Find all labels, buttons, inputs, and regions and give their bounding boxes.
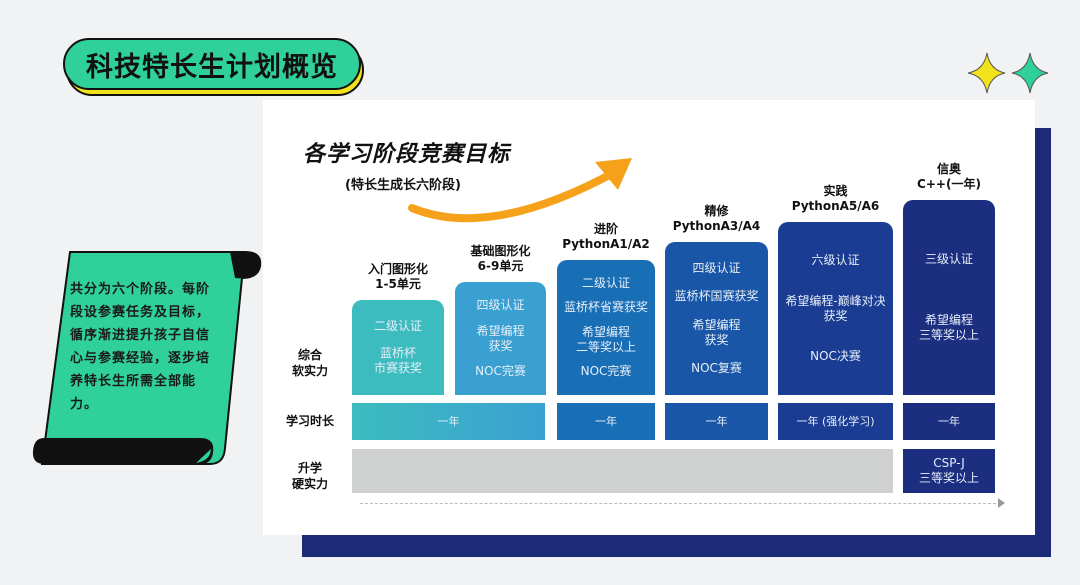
goal-item: 希望编程 二等奖以上 [575, 324, 636, 354]
hard-skill-cell: CSP-J 三等奖以上 [903, 449, 995, 493]
goal-item: 希望编程 获奖 [692, 317, 741, 347]
goal-item: 蓝桥杯 市赛获奖 [373, 346, 422, 376]
stage-name: 精修 [704, 204, 729, 218]
stage-goals: 二级认证蓝桥杯省赛获奖希望编程 二等奖以上 NOC完赛 [557, 260, 655, 395]
frame-bottom [302, 535, 1051, 557]
stage-name: 实践 [823, 184, 848, 198]
goal-item: 蓝桥杯国赛获奖 [674, 289, 759, 304]
timeline-arrow-icon [998, 498, 1005, 508]
goal-item: NOC完赛 [475, 363, 526, 378]
row-label-duration: 学习时长 [285, 414, 334, 428]
stage-sub: 6-9单元 [477, 259, 524, 273]
stage-sub: 1-5单元 [375, 277, 421, 291]
stage-goals: 三级认证希望编程 三等奖以上 [903, 200, 995, 395]
goal-item: 四级认证 [692, 261, 741, 276]
scroll-banner [32, 251, 262, 465]
timeline-dashed-line [360, 503, 996, 504]
duration-cell: 一年 [903, 403, 995, 440]
hard-skill-empty [352, 449, 893, 493]
goal-item: 希望编程 三等奖以上 [918, 313, 979, 342]
stage-name: 入门图形化 [367, 262, 428, 276]
duration-cell: 一年 [352, 403, 545, 440]
stage-goals: 四级认证蓝桥杯国赛获奖希望编程 获奖 NOC复赛 [665, 242, 768, 395]
description-text: 共分为六个阶段。每阶段设参赛任务及目标，循序渐进提升孩子自信心与参赛经验，逐步培… [70, 282, 211, 412]
frame-right [1035, 128, 1051, 557]
goal-item: 三级认证 [924, 252, 973, 266]
goal-item: 希望编程-巅峰对决 获奖 [785, 293, 886, 323]
goal-item: 希望编程 获奖 [476, 323, 525, 353]
row-label-soft: 综合 软实力 [291, 348, 328, 378]
stage-goals: 四级认证希望编程 获奖 NOC完赛 [455, 282, 546, 395]
sparkle-icons [967, 52, 1049, 94]
goal-item: 蓝桥杯省赛获奖 [563, 300, 648, 315]
chart-subheading: (特长生成长六阶段) [345, 178, 461, 193]
stage-goals: 二级认证蓝桥杯 市赛获奖 [352, 300, 444, 395]
stage-sub: PythonA3/A4 [672, 219, 761, 233]
goal-item: NOC决赛 [810, 348, 861, 363]
page-title: 科技特长生计划概览 [63, 38, 361, 90]
chart-heading: 各学习阶段竞赛目标 [303, 142, 511, 167]
duration-cell: 一年 [557, 403, 655, 440]
yellow-sparkle-icon [967, 52, 1006, 94]
goal-item: NOC完赛 [580, 364, 632, 379]
goal-item: 二级认证 [581, 275, 630, 290]
stage-sub: PythonA5/A6 [791, 199, 880, 213]
green-sparkle-icon [1011, 52, 1049, 94]
stage-goals: 六级认证希望编程-巅峰对决 获奖 NOC决赛 [778, 222, 893, 395]
goal-item: 六级认证 [811, 253, 860, 268]
duration-cell: 一年 [665, 403, 768, 440]
stage-name: 信奥 [936, 162, 961, 176]
stage-sub: C++(一年) [917, 177, 981, 191]
row-label-hard: 升学 硬实力 [291, 461, 328, 491]
growth-arrow-icon [408, 158, 632, 223]
goal-item: NOC复赛 [691, 360, 742, 375]
duration-cell: 一年 (强化学习) [778, 403, 893, 440]
stage-name: 进阶 [593, 222, 618, 236]
goal-item: 二级认证 [373, 318, 422, 333]
stage-sub: PythonA1/A2 [562, 237, 650, 251]
goal-item: 四级认证 [476, 298, 525, 313]
stage-name: 基础图形化 [470, 244, 531, 258]
